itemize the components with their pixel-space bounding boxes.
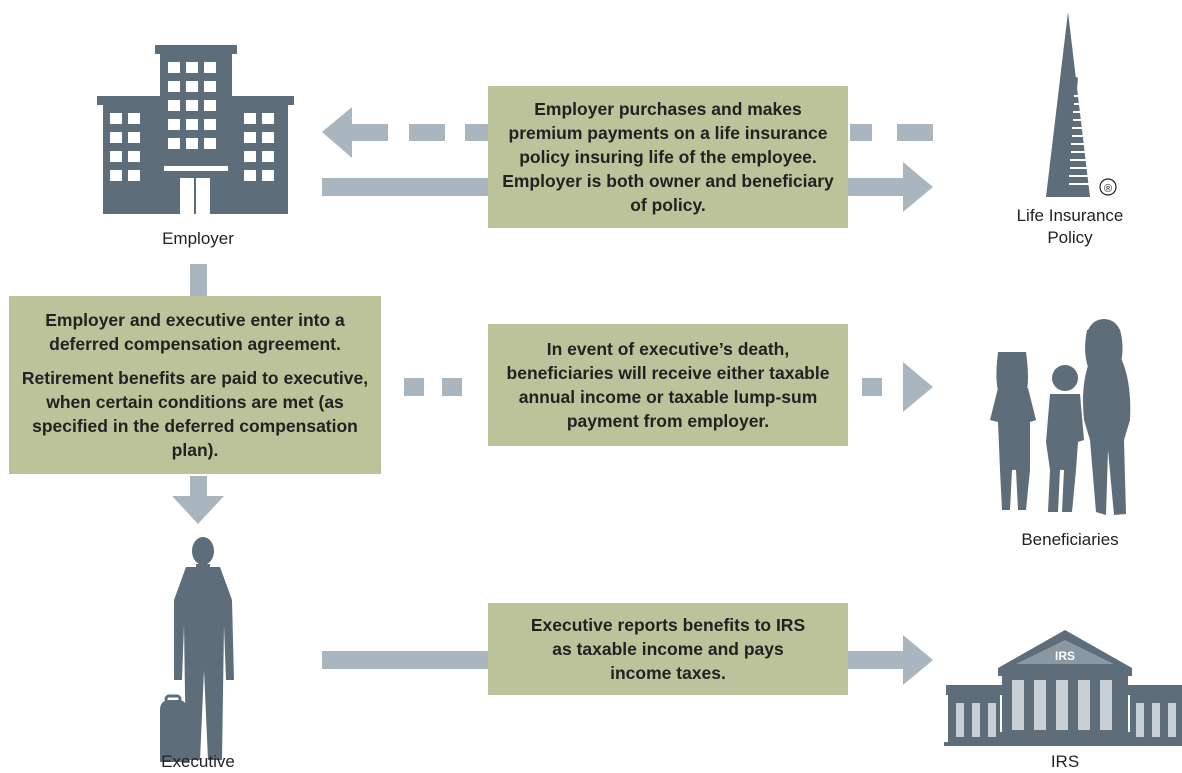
life-policy-label: Life Insurance Policy [990, 205, 1150, 249]
death-benefit-arrow-right [404, 362, 933, 412]
agreement-text-1: Employer and executive enter into a defe… [45, 310, 345, 354]
irs-pediment-text: IRS [1055, 649, 1075, 663]
retirement-flow-arrow-down [172, 476, 224, 524]
employer-label: Employer [162, 229, 234, 248]
death-benefit-text: In event of executive’s death, beneficia… [506, 339, 830, 431]
registered-mark: ® [1104, 183, 1112, 195]
purchase-box: Employer purchases and makes premium pay… [488, 86, 848, 228]
tax-payment-arrow-right [322, 635, 933, 685]
life-policy-label-line1: Life Insurance [1016, 206, 1124, 225]
premium-flow-arrow-left [322, 107, 933, 158]
transamerica-pyramid-icon [1046, 12, 1117, 197]
employer-connector [190, 264, 207, 296]
agreement-box: Employer and executive enter into a defe… [9, 296, 381, 474]
life-policy-label-line2: Policy [1047, 228, 1093, 247]
executive-label: Executive [161, 752, 235, 771]
agreement-text-2: Retirement benefits are paid to executiv… [21, 368, 369, 460]
purchase-flow-arrow-right [322, 162, 933, 212]
irs-label: IRS [1050, 752, 1080, 771]
family-silhouette-icon [990, 319, 1131, 515]
taxes-box: Executive reports benefits to IRS as tax… [488, 603, 848, 695]
office-building-icon [97, 45, 294, 214]
death-benefit-box: In event of executive’s death, beneficia… [488, 324, 848, 446]
beneficiaries-label: Beneficiaries [1021, 530, 1119, 549]
businessman-silhouette-icon [160, 537, 234, 762]
government-building-icon [944, 630, 1182, 746]
purchase-text: Employer purchases and makes premium pay… [502, 99, 834, 215]
taxes-text: Executive reports benefits to IRS as tax… [530, 615, 806, 683]
